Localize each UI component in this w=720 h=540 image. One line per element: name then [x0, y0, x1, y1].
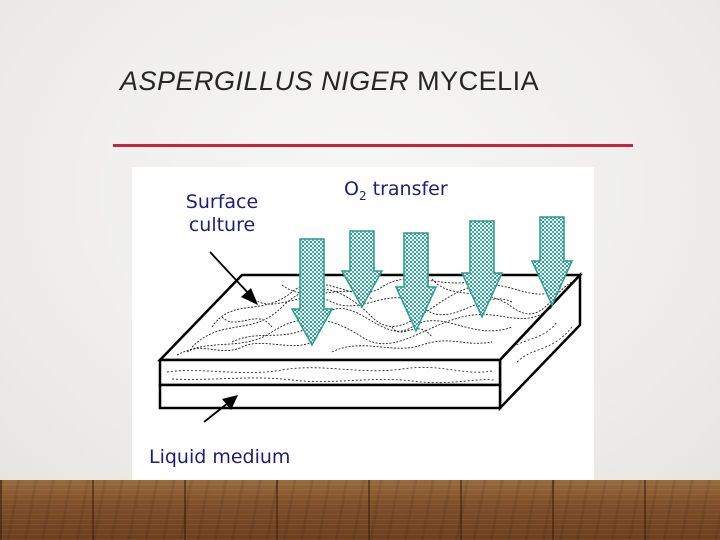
title-italic-part: ASPERGILLUS NIGER	[120, 66, 410, 96]
label-liquid-medium: Liquid medium	[149, 446, 291, 468]
label-o2-transfer: O2 transfer	[344, 178, 448, 208]
mycelia-network	[176, 278, 573, 356]
o2-arrow-3	[394, 232, 438, 333]
o2-arrow-1	[290, 238, 334, 347]
title-divider	[113, 144, 633, 147]
label-o2-subscript: 2	[358, 188, 367, 203]
label-surface-culture: Surface culture	[162, 191, 282, 237]
surface-culture-pointer-arrow	[209, 251, 258, 305]
label-surface-line1: Surface	[185, 191, 259, 213]
mycelia-front-texture	[166, 321, 573, 384]
o2-arrow-5	[530, 216, 574, 307]
liquid-medium-pointer-arrow	[203, 395, 238, 423]
o2-arrow-2	[340, 230, 384, 309]
label-o2-symbol: O	[344, 178, 359, 200]
label-surface-line2: culture	[188, 214, 256, 236]
slab-front-liquid-layer	[158, 383, 502, 410]
diagram-figure: Surface culture O2 transfer Liquid mediu…	[132, 167, 594, 480]
o2-arrow-4	[460, 220, 504, 319]
label-o2-rest: transfer	[366, 178, 448, 200]
slide-title: ASPERGILLUS NIGER MYCELIA	[120, 66, 660, 97]
slab-front-culture-layer	[158, 358, 502, 387]
diagram-svg	[157, 216, 583, 423]
title-rest-part: MYCELIA	[409, 66, 540, 96]
wood-floor	[0, 480, 720, 540]
